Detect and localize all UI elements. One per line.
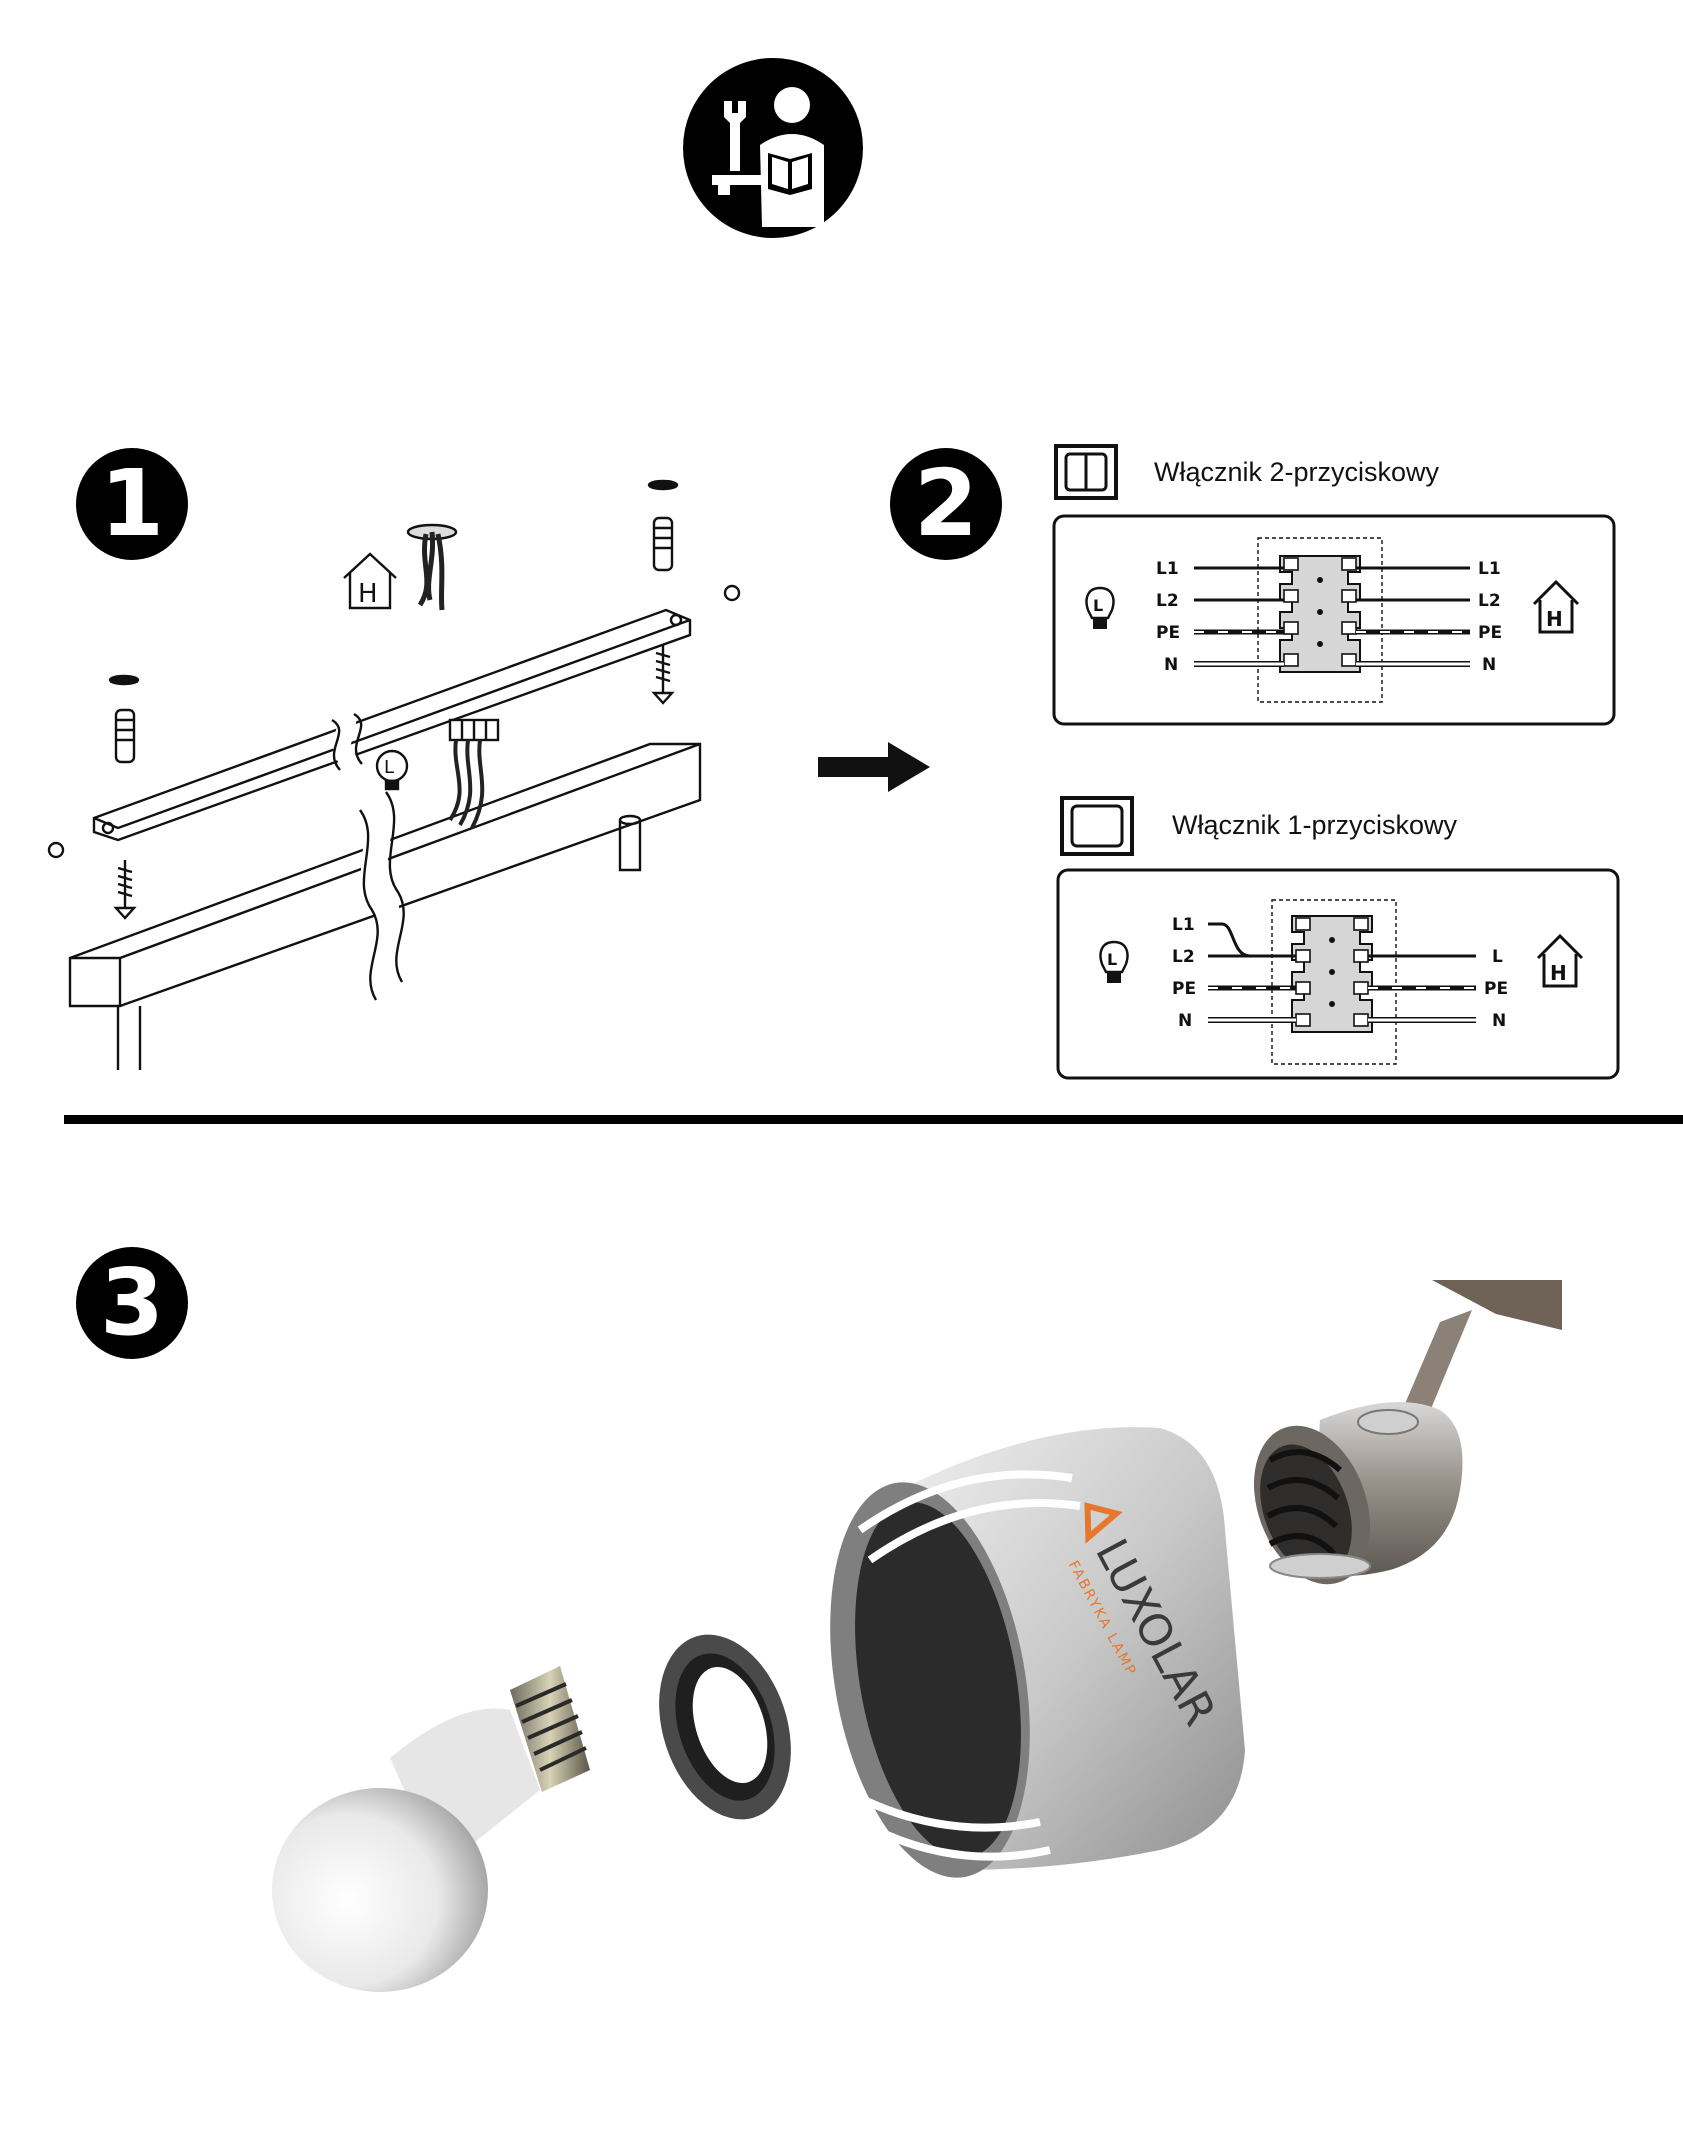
section-divider — [64, 1115, 1683, 1124]
step-3-badge: 3 — [76, 1247, 188, 1359]
right-label-l1: L1 — [1478, 559, 1501, 579]
right-label-l: L — [1492, 947, 1503, 967]
switch-one-diagram: L H L1 L2 PE N — [1056, 868, 1620, 1080]
left-label-l1: L1 — [1172, 915, 1195, 935]
right-label-n: N — [1482, 655, 1496, 675]
step-1-badge: 1 — [76, 448, 188, 560]
svg-text:L: L — [384, 757, 394, 778]
lamp-icon: L — [1099, 940, 1129, 983]
house-icon: H — [1532, 579, 1580, 634]
svg-text:H: H — [1546, 607, 1563, 631]
switch-one-title: Włącznik 1-przyciskowy — [1172, 810, 1458, 840]
left-label-n: N — [1178, 1011, 1192, 1031]
left-label-l2: L2 — [1172, 947, 1195, 967]
lamp-icon: L — [375, 749, 409, 791]
svg-text:L: L — [1093, 596, 1103, 615]
switch-two-title: Włącznik 2-przyciskowy — [1154, 457, 1440, 487]
left-label-pe: PE — [1172, 979, 1196, 999]
left-label-l1: L1 — [1156, 559, 1179, 579]
left-label-l2: L2 — [1156, 591, 1179, 611]
right-label-l2: L2 — [1478, 591, 1501, 611]
switch-two-icon — [1054, 444, 1118, 500]
right-label-pe: PE — [1484, 979, 1508, 999]
right-arrow-icon — [818, 742, 930, 792]
mounting-drawing: H — [40, 470, 760, 1070]
svg-text:H: H — [358, 579, 378, 609]
switch-two-diagram: L H L1 — [1052, 514, 1616, 726]
lamp-icon: L — [1085, 586, 1115, 629]
exploded-bulb-assembly: LUXOLAR FABRYKA LAMP — [260, 1270, 1580, 2050]
svg-text:H: H — [1550, 961, 1567, 985]
step-2-badge: 2 — [890, 448, 1002, 560]
right-label-n: N — [1492, 1011, 1506, 1031]
house-icon: H — [343, 552, 397, 610]
read-manual-icon — [682, 57, 864, 239]
right-label-pe: PE — [1478, 623, 1502, 643]
left-label-n: N — [1164, 655, 1178, 675]
left-label-pe: PE — [1156, 623, 1180, 643]
house-icon: H — [1536, 933, 1584, 988]
svg-text:L: L — [1107, 950, 1117, 969]
switch-one-icon — [1060, 796, 1134, 856]
